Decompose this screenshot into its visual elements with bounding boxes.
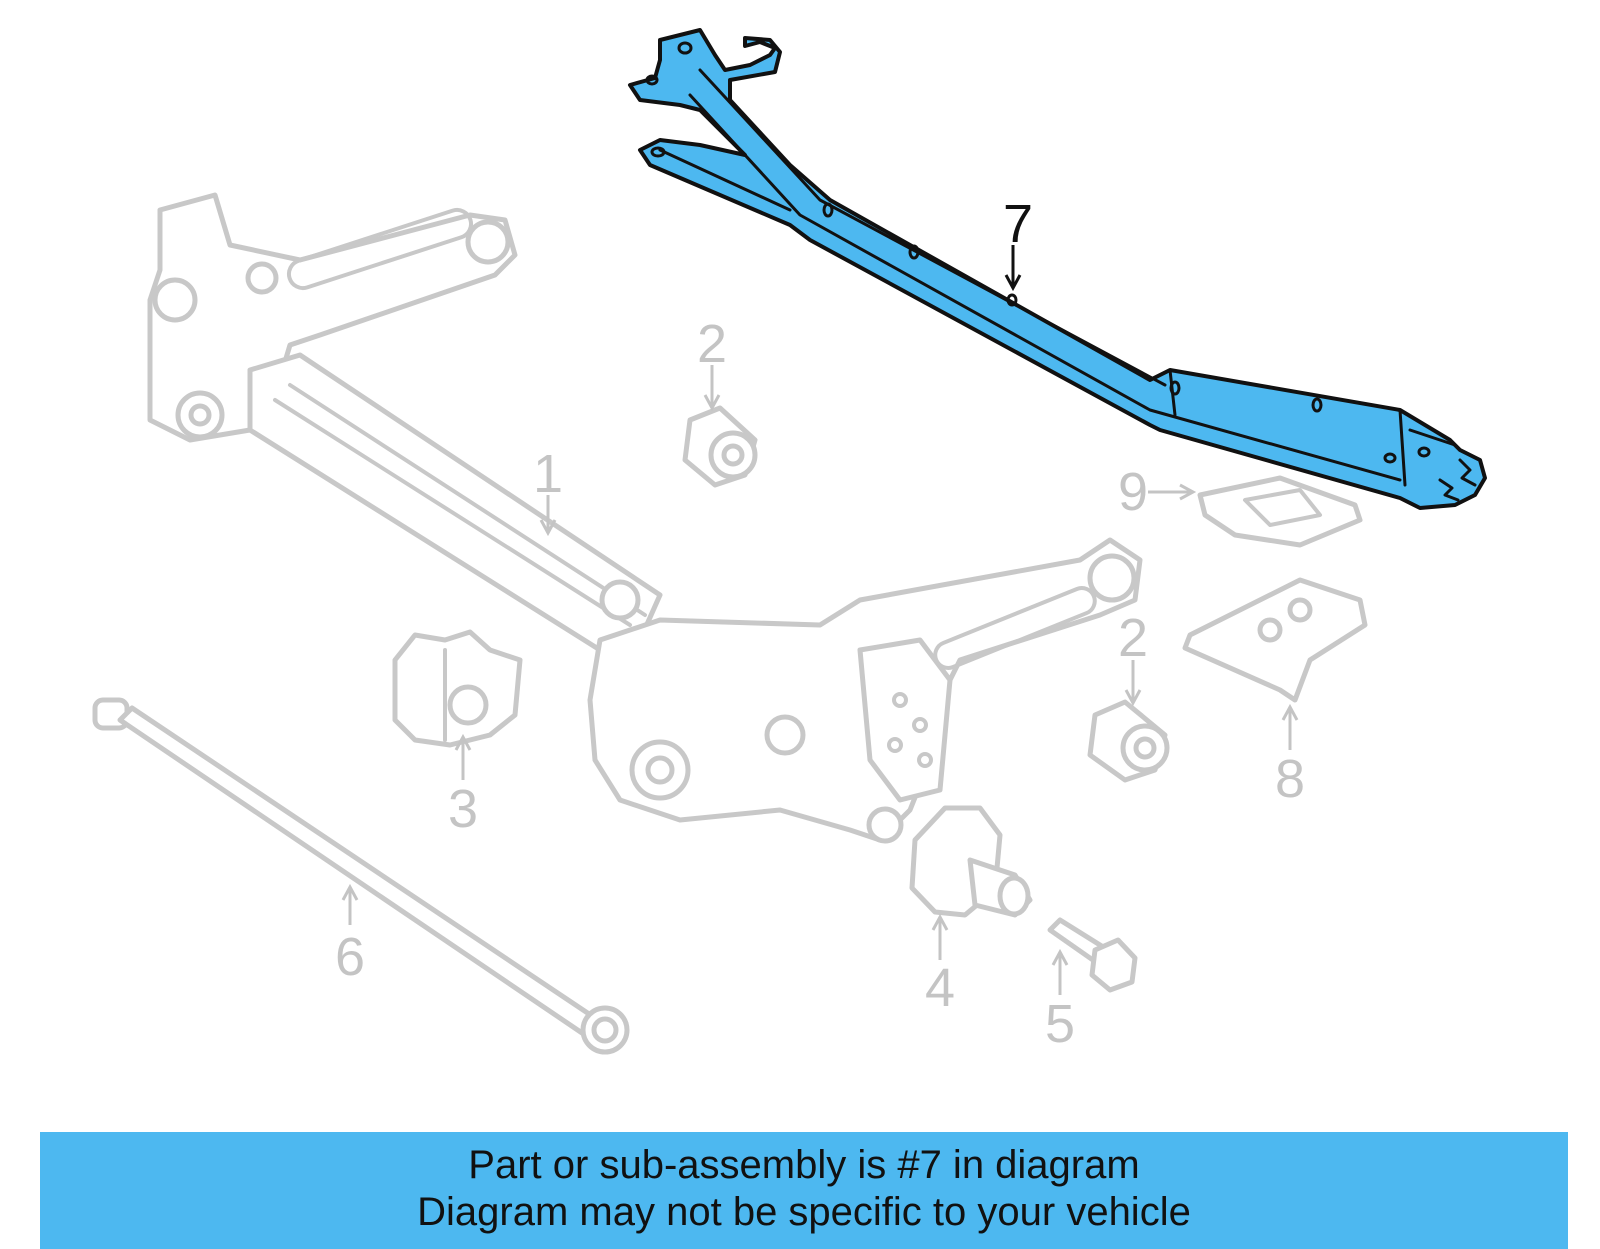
callout-9: 9: [1118, 462, 1148, 522]
part-2-bushing-upper: [682, 405, 758, 488]
part-5-bolt: [1047, 917, 1138, 993]
banner-line-part-number: Part or sub-assembly is #7 in diagram: [468, 1143, 1140, 1187]
callout-7: 7: [1003, 194, 1033, 254]
part-1-rear-axle-beam: [147, 192, 1143, 844]
callout-2-lower: 2: [1118, 608, 1148, 668]
part-4-hub: [909, 805, 1033, 918]
info-banner: Part or sub-assembly is #7 in diagram Di…: [40, 1132, 1568, 1249]
callout-6: 6: [335, 927, 365, 987]
part-6-lateral-rod: [92, 697, 630, 1055]
part-2-bushing-lower: [1087, 699, 1170, 783]
callout-5: 5: [1045, 994, 1075, 1054]
part-8-bracket: [1182, 577, 1368, 703]
part-7-cross-member: [628, 28, 1487, 510]
callout-4: 4: [925, 958, 955, 1018]
part-3-bushing-clamp: [392, 629, 523, 748]
banner-line-disclaimer: Diagram may not be specific to your vehi…: [417, 1190, 1191, 1234]
callout-1: 1: [533, 444, 563, 504]
callout-2-upper: 2: [697, 314, 727, 374]
part-9-plate-bracket: [1197, 475, 1363, 548]
callout-3: 3: [448, 779, 478, 839]
callout-8: 8: [1275, 749, 1305, 809]
callout-arrows: [341, 245, 1299, 995]
